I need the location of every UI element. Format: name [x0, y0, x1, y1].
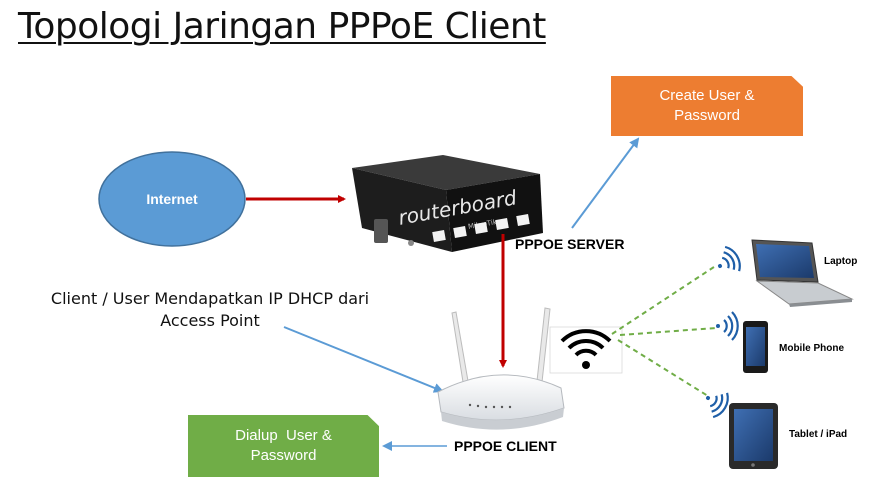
wifi-icon: [549, 326, 623, 374]
create-user-line2: Password: [674, 107, 740, 124]
wifi-link-laptop: [611, 264, 718, 335]
internet-label: Internet: [146, 191, 198, 207]
server-to-create-user-arrow: [571, 137, 640, 229]
access-point-icon: [437, 307, 565, 430]
internet-node: [98, 151, 246, 247]
mobile-phone-label: Mobile Phone: [779, 343, 844, 354]
create-user-line1: Create User &: [659, 87, 755, 104]
mobile-phone-icon: [743, 321, 768, 373]
pppoe-server-label: PPPOE SERVER: [515, 236, 625, 252]
wifi-link-tablet: [617, 339, 709, 397]
caption-to-ap-arrow: [283, 326, 444, 393]
dialup-line1: Dialup User &: [235, 427, 332, 444]
caption-line2: Access Point: [160, 311, 260, 330]
router-icon: routerboard MikroTik: [352, 155, 543, 252]
tablet-icon: [729, 403, 778, 469]
dialup-line2: Password: [250, 447, 317, 464]
wifi-link-mobile: [619, 327, 717, 336]
pppoe-client-label: PPPOE CLIENT: [454, 438, 557, 454]
dhcp-caption: Client / User Mendapatkan IP DHCP dari A…: [20, 288, 400, 332]
caption-line1: Client / User Mendapatkan IP DHCP dari: [50, 289, 370, 308]
create-user-box: Create User & Password: [611, 76, 803, 136]
tablet-label: Tablet / iPad: [789, 429, 848, 440]
laptop-label: Laptop: [824, 256, 858, 267]
laptop-icon: [751, 239, 854, 307]
page-title: Topologi Jaringan PPPoE Client: [18, 6, 546, 47]
dialup-box: Dialup User & Password: [188, 415, 379, 477]
wifi-signal-icon: [706, 245, 741, 419]
